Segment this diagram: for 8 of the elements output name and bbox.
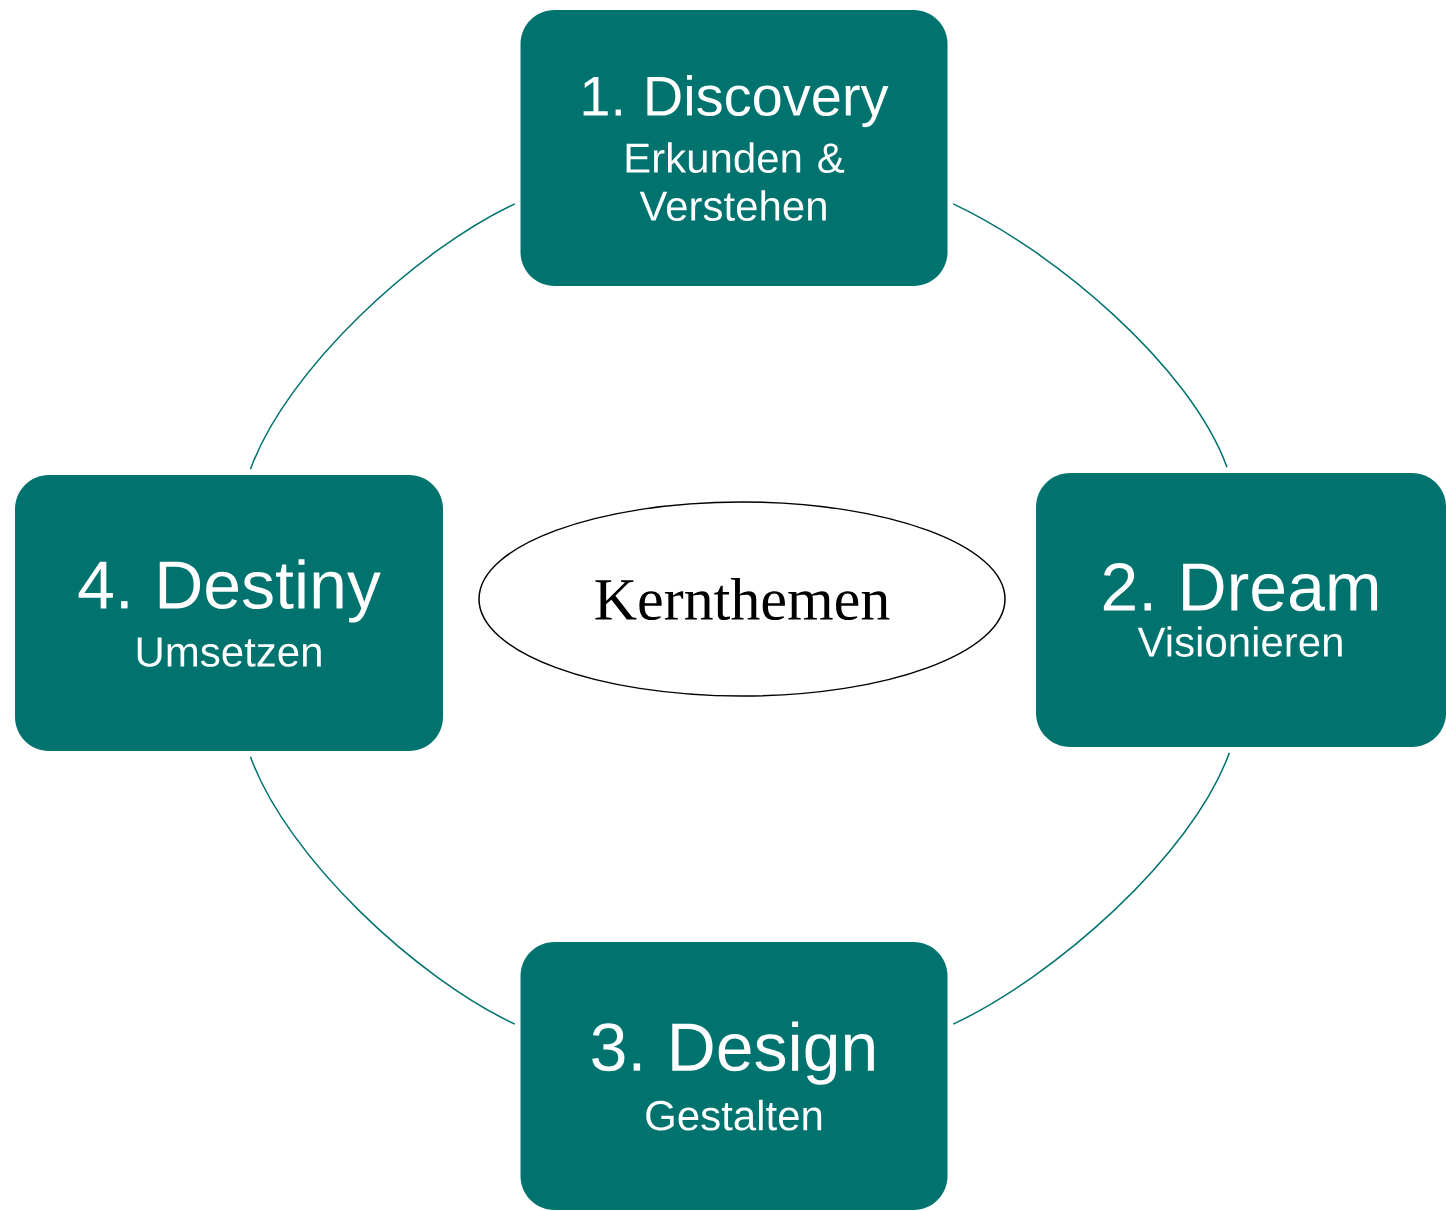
connector-arc [249,203,516,470]
phase-box: 2. Dream Visionieren [1036,473,1446,747]
connector-arc [952,203,1228,468]
connector-arc [249,756,516,1025]
phase-box: 1. Discovery Erkunden & Verstehen [520,10,948,286]
phase-box: 4. Destiny Umsetzen [15,475,443,751]
connector-arc [952,752,1231,1025]
phase-box: 3. Design Gestalten [520,942,948,1210]
